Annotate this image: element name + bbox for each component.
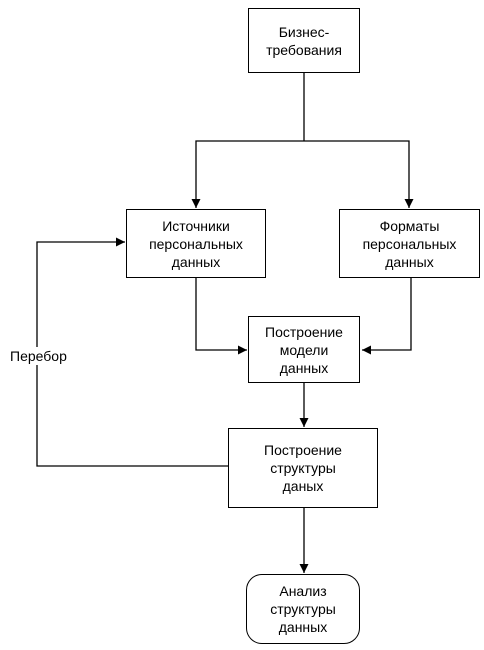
loop-label: Перебор — [8, 347, 69, 365]
node-data-structure-construction: Построение структуры даных — [228, 428, 378, 508]
edge-requirements-to-formats — [304, 140, 414, 208]
edge-formats-to-model — [362, 278, 412, 355]
edge-sources-to-model — [195, 278, 247, 355]
node-personal-data-formats: Форматы персональных данных — [339, 209, 480, 278]
node-data-model-construction: Построение модели данных — [248, 316, 360, 383]
node-business-requirements: Бизнес- требования — [248, 8, 360, 73]
node-personal-data-sources: Источники персональных данных — [126, 209, 266, 278]
node-data-structure-analysis: Анализ структуры данных — [246, 574, 360, 644]
edge-requirements-to-sources — [191, 140, 304, 208]
